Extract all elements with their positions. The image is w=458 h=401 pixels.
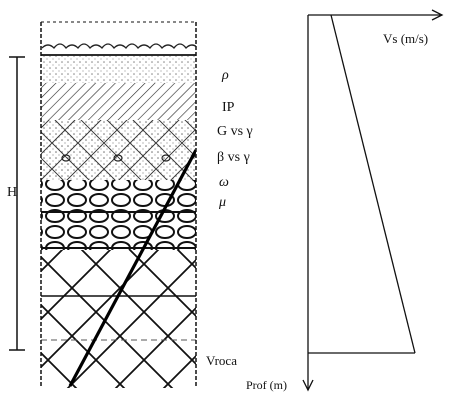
height-label: H [7, 185, 18, 200]
velocity-gradient-line [330, 14, 416, 354]
depth-axis-arrow [302, 379, 314, 392]
velocity-axis-arrow [431, 9, 444, 21]
plasticity-index-label: IP [222, 100, 235, 115]
velocity-axis-label: Vs (m/s) [383, 31, 429, 46]
shear-modulus-label: G vs γ [217, 124, 253, 139]
velocity-profile [302, 9, 444, 392]
density-label: ρ [222, 68, 229, 83]
damping-label: β vs γ [217, 150, 250, 165]
poisson-ratio-label: μ [219, 195, 227, 210]
soil-column [41, 22, 196, 388]
depth-axis-label: Prof (m) [246, 378, 287, 392]
height-dimension [9, 56, 25, 351]
bedrock-velocity-label: Vroca [206, 353, 237, 368]
frequency-label: ω [219, 175, 229, 190]
